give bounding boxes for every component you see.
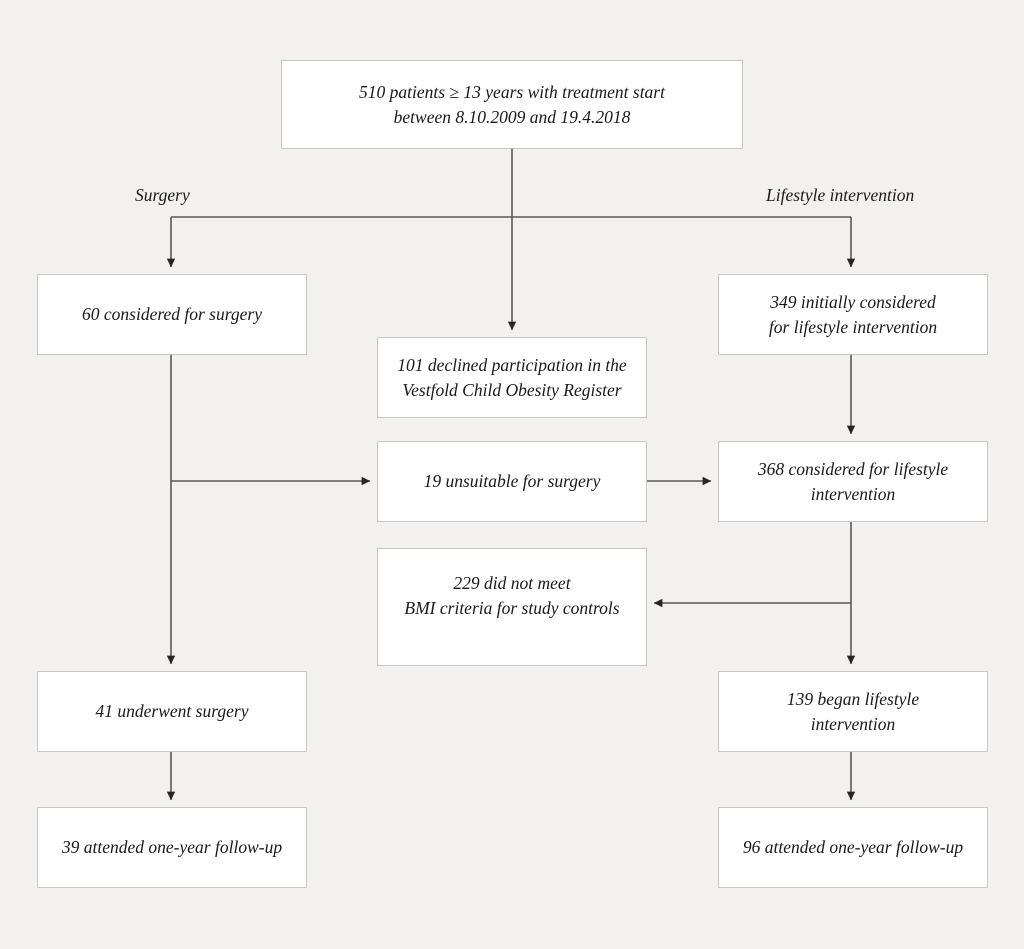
node-lifestyle-considered: 368 considered for lifestyle interventio… (718, 441, 988, 522)
node-unsuitable-line1: 19 unsuitable for surgery (423, 471, 601, 492)
node-declined: 101 declined participation in the Vestfo… (377, 337, 647, 418)
node-bmi-excluded: 229 did not meet BMI criteria for study … (377, 548, 647, 666)
node-lifestyle-followup-line1: 96 attended one-year follow-up (742, 837, 964, 858)
node-declined-line2: Vestfold Child Obesity Register (402, 379, 622, 400)
node-lifestyle-began-line1: 139 began lifestyle (786, 688, 920, 709)
node-source-line2: between 8.10.2009 and 19.4.2018 (393, 106, 631, 127)
node-surgery-underwent: 41 underwent surgery (37, 671, 307, 752)
node-bmi-excluded-line2: BMI criteria for study controls (404, 597, 620, 618)
node-lifestyle-initial-line2: for lifestyle intervention (768, 316, 938, 337)
node-lifestyle-began: 139 began lifestyle intervention (718, 671, 988, 752)
node-surgery-underwent-line1: 41 underwent surgery (95, 701, 249, 722)
node-lifestyle-initial: 349 initially considered for lifestyle i… (718, 274, 988, 355)
node-source-line1: 510 patients ≥ 13 years with treatment s… (359, 81, 665, 102)
node-lifestyle-considered-line2: intervention (810, 483, 896, 504)
node-lifestyle-initial-line1: 349 initially considered (770, 291, 936, 312)
branch-label-lifestyle: Lifestyle intervention (766, 185, 915, 205)
node-surgery-followup-line1: 39 attended one-year follow-up (61, 837, 283, 858)
node-surgery-considered: 60 considered for surgery (37, 274, 307, 355)
node-source: 510 patients ≥ 13 years with treatment s… (281, 60, 743, 149)
node-surgery-followup: 39 attended one-year follow-up (37, 807, 307, 888)
node-unsuitable: 19 unsuitable for surgery (377, 441, 647, 522)
node-declined-line1: 101 declined participation in the (397, 354, 627, 375)
node-lifestyle-followup: 96 attended one-year follow-up (718, 807, 988, 888)
branch-label-surgery: Surgery (135, 185, 190, 205)
node-surgery-considered-line1: 60 considered for surgery (82, 304, 262, 325)
node-lifestyle-considered-line1: 368 considered for lifestyle (757, 458, 949, 479)
node-bmi-excluded-line1: 229 did not meet (453, 573, 571, 593)
node-lifestyle-began-line2: intervention (810, 713, 896, 734)
